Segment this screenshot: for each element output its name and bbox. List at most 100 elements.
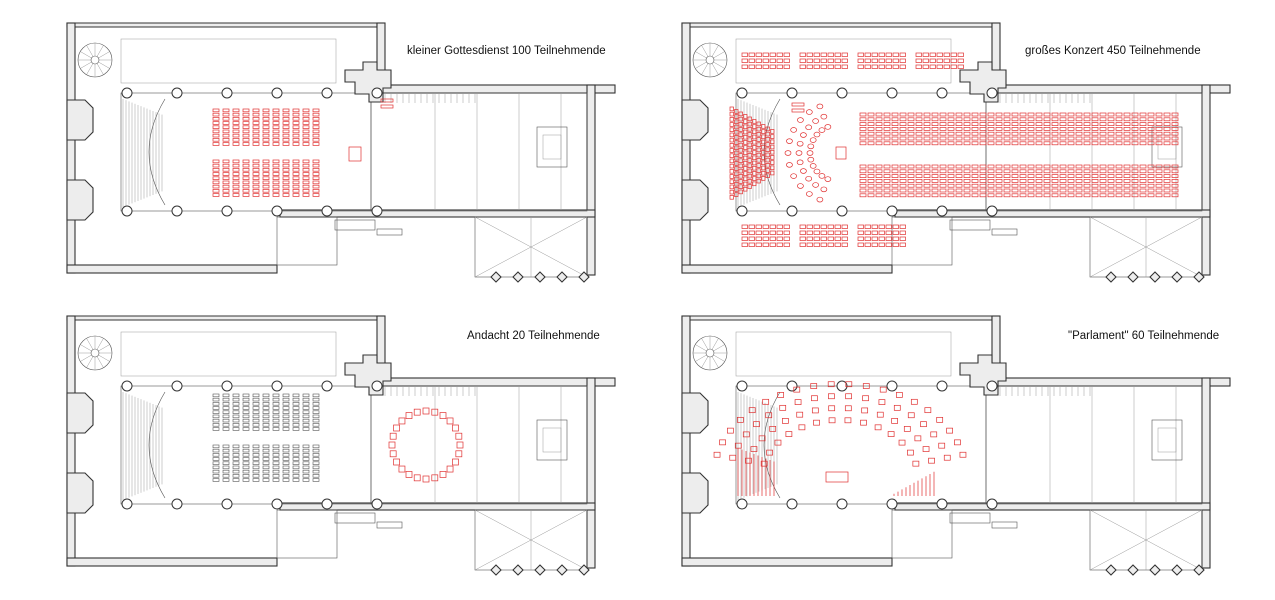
- seat: [222, 193, 230, 197]
- seat: [1035, 131, 1043, 136]
- seat: [388, 441, 396, 449]
- seat-inactive: [222, 418, 230, 423]
- seat: [762, 58, 769, 63]
- seat: [859, 136, 867, 141]
- column: [936, 498, 948, 510]
- seat: [743, 181, 748, 187]
- seat-inactive: [282, 397, 290, 402]
- seat: [867, 112, 875, 117]
- seat: [923, 136, 931, 141]
- seat: [936, 52, 943, 57]
- north-wall-east: [376, 377, 616, 387]
- seat: [770, 155, 775, 160]
- seat-inactive: [212, 414, 220, 419]
- seat: [252, 121, 260, 125]
- seat-inactive: [212, 474, 220, 478]
- seat: [752, 165, 757, 171]
- seat: [1011, 131, 1019, 136]
- seat: [747, 121, 752, 127]
- seat: [939, 117, 947, 122]
- seat-inactive: [282, 402, 290, 406]
- seat: [769, 426, 777, 432]
- seat: [1115, 117, 1123, 122]
- seat: [1139, 131, 1147, 136]
- column: [271, 205, 283, 217]
- seat: [915, 193, 923, 198]
- spiral-step: [695, 344, 707, 352]
- seat-inactive: [252, 461, 260, 465]
- seat: [841, 236, 848, 241]
- seat: [765, 147, 770, 152]
- seat: [212, 121, 220, 125]
- seat: [947, 174, 955, 178]
- seat: [1003, 174, 1011, 178]
- seat: [947, 188, 955, 193]
- seat: [1027, 169, 1035, 174]
- seat: [995, 179, 1003, 183]
- seat: [883, 193, 891, 198]
- seat: [747, 163, 752, 168]
- seat: [752, 134, 757, 140]
- seat: [820, 58, 827, 63]
- seat: [931, 136, 939, 141]
- seat-inactive: [222, 478, 230, 482]
- seat: [915, 112, 923, 117]
- seat: [232, 121, 240, 125]
- seat-inactive: [272, 448, 280, 453]
- spiral-step: [86, 63, 94, 75]
- seat: [1155, 112, 1163, 117]
- bench: [334, 219, 376, 231]
- seat-inactive: [292, 418, 300, 423]
- seat: [957, 64, 964, 69]
- seat: [212, 129, 220, 134]
- seat: [262, 112, 270, 117]
- seat: [891, 127, 899, 131]
- seat: [729, 111, 734, 117]
- seat: [1075, 136, 1083, 141]
- seat: [818, 127, 826, 133]
- seat-inactive: [292, 465, 300, 470]
- seat: [987, 179, 995, 183]
- seat-inactive: [272, 465, 280, 470]
- seat: [734, 161, 739, 166]
- seat: [748, 242, 755, 247]
- seat: [878, 58, 885, 63]
- seat: [898, 439, 906, 446]
- seat-inactive: [292, 402, 300, 406]
- seat: [1131, 117, 1139, 122]
- seat: [1155, 183, 1163, 188]
- seat-inactive: [262, 406, 270, 410]
- seat: [1027, 122, 1035, 126]
- seat: [915, 64, 922, 69]
- seat: [963, 193, 971, 198]
- seat: [312, 189, 320, 193]
- seat: [1155, 164, 1163, 169]
- seat: [1155, 174, 1163, 178]
- seat: [752, 145, 757, 150]
- seat: [907, 112, 915, 117]
- seat: [971, 193, 979, 198]
- upper-gallery: [735, 331, 952, 377]
- seat: [885, 230, 892, 235]
- seat: [398, 417, 406, 425]
- seat: [755, 224, 762, 229]
- seat: [1171, 136, 1179, 141]
- seat-inactive: [302, 427, 310, 431]
- seat-inactive: [262, 402, 270, 406]
- seat: [272, 184, 280, 189]
- seat: [1155, 193, 1163, 198]
- seat-inactive: [242, 457, 250, 461]
- seat-inactive: [212, 478, 220, 482]
- seat: [783, 224, 790, 229]
- seat: [887, 431, 895, 437]
- seat: [793, 386, 801, 393]
- seat: [738, 153, 743, 158]
- seat: [212, 112, 220, 117]
- seat: [748, 52, 755, 57]
- seat: [1139, 193, 1147, 198]
- seat: [752, 119, 757, 124]
- seat: [1003, 127, 1011, 131]
- seat: [262, 129, 270, 134]
- south-wall-west: [66, 557, 278, 567]
- seat-inactive: [302, 469, 310, 474]
